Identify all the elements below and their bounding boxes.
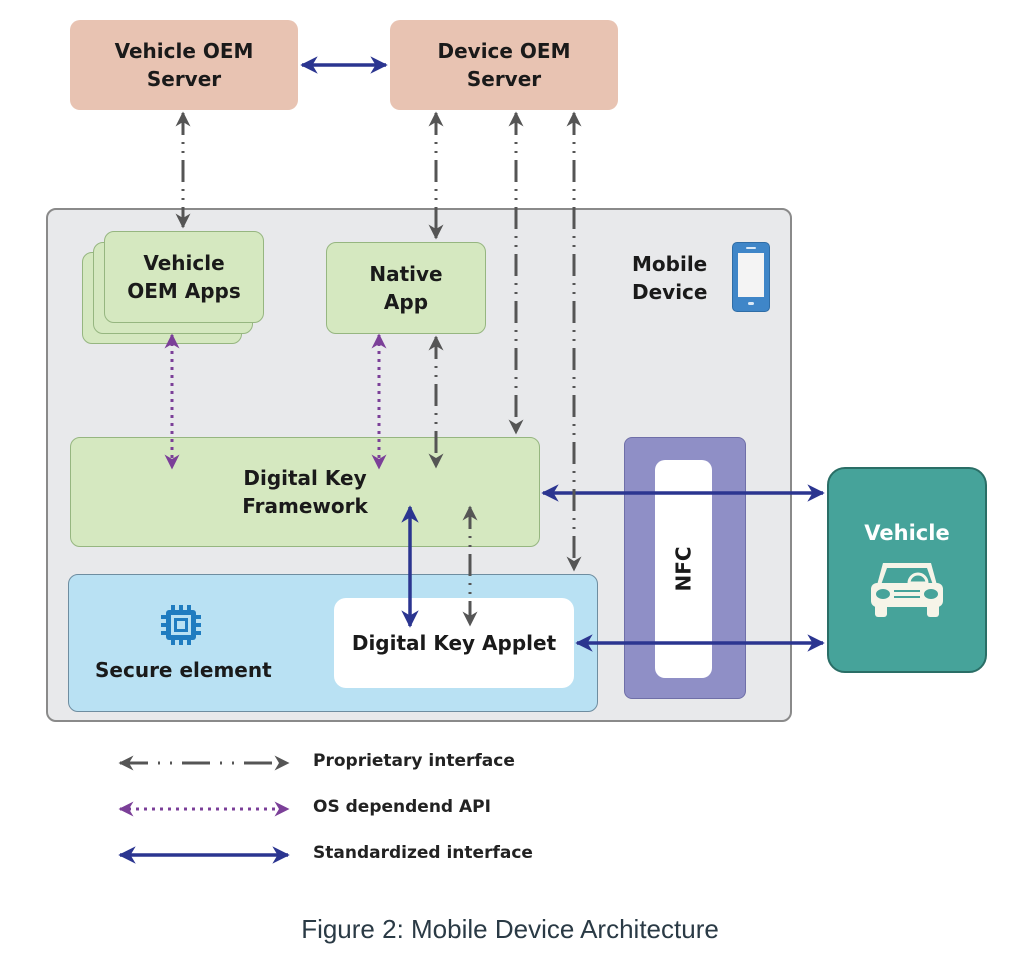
vehicle-oem-server-node: Vehicle OEM Server (70, 20, 298, 110)
secure-element-label: Secure element (95, 658, 272, 682)
smartphone-icon (732, 242, 770, 312)
nfc-label: NFC (671, 546, 696, 592)
nfc-module: NFC (655, 460, 712, 678)
vehicle-node: Vehicle (827, 467, 987, 673)
figure-caption: Figure 2: Mobile Device Architecture (301, 914, 719, 944)
device-oem-server-node: Device OEM Server (390, 20, 618, 110)
legend-proprietary-label: Proprietary interface (313, 751, 515, 771)
digital-key-applet-node: Digital Key Applet (334, 598, 574, 688)
mobile-device-label: Mobile Device (632, 252, 708, 304)
digital-key-framework-node: Digital Key Framework (70, 437, 540, 547)
native-app-node: Native App (326, 242, 486, 334)
legend-os-api-label: OS dependend API (313, 797, 491, 817)
chip-icon (158, 602, 204, 648)
vehicle-oem-apps-node: Vehicle OEM Apps (104, 231, 264, 323)
vehicle-label: Vehicle (864, 521, 950, 545)
legend-standardized-label: Standardized interface (313, 843, 533, 863)
car-icon (871, 563, 943, 617)
